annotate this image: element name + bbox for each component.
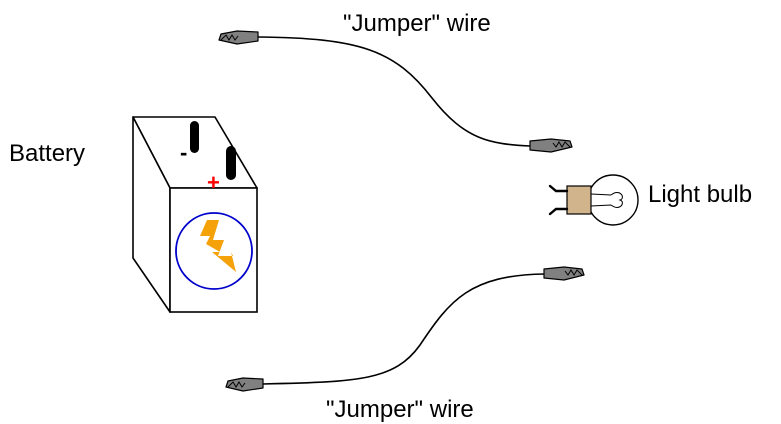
alligator-clip-icon[interactable] xyxy=(529,138,573,153)
battery-emblem-circle xyxy=(175,212,253,290)
battery-label: Battery xyxy=(9,140,86,167)
alligator-clip-icon[interactable] xyxy=(543,266,585,281)
positive-symbol: + xyxy=(207,170,220,195)
bulb-filament xyxy=(590,192,623,208)
jumper-wire-top-label: "Jumper" wire xyxy=(343,10,491,37)
bulb-terminal-bottom xyxy=(548,207,569,216)
jumper-wire-bottom-cable xyxy=(262,273,546,385)
light-bulb-icon xyxy=(548,174,639,226)
lightning-bolt-icon xyxy=(200,220,236,272)
jumper-wire-top[interactable] xyxy=(218,30,573,153)
bulb-glass xyxy=(587,174,639,226)
bulb-base xyxy=(566,185,592,215)
jumper-wire-top-cable xyxy=(257,36,531,147)
negative-terminal xyxy=(190,121,199,153)
battery: - + xyxy=(132,116,258,313)
jumper-wire-bottom[interactable] xyxy=(225,266,585,392)
jumper-wire-bottom-label: "Jumper" wire xyxy=(326,396,474,423)
alligator-clip-icon[interactable] xyxy=(225,377,264,392)
alligator-clip-icon[interactable] xyxy=(218,30,259,45)
battery-front-face xyxy=(169,187,258,313)
bulb-terminal-top xyxy=(548,184,569,193)
positive-terminal xyxy=(226,146,236,180)
negative-symbol: - xyxy=(180,140,187,165)
light-bulb-label: Light bulb xyxy=(648,181,753,208)
